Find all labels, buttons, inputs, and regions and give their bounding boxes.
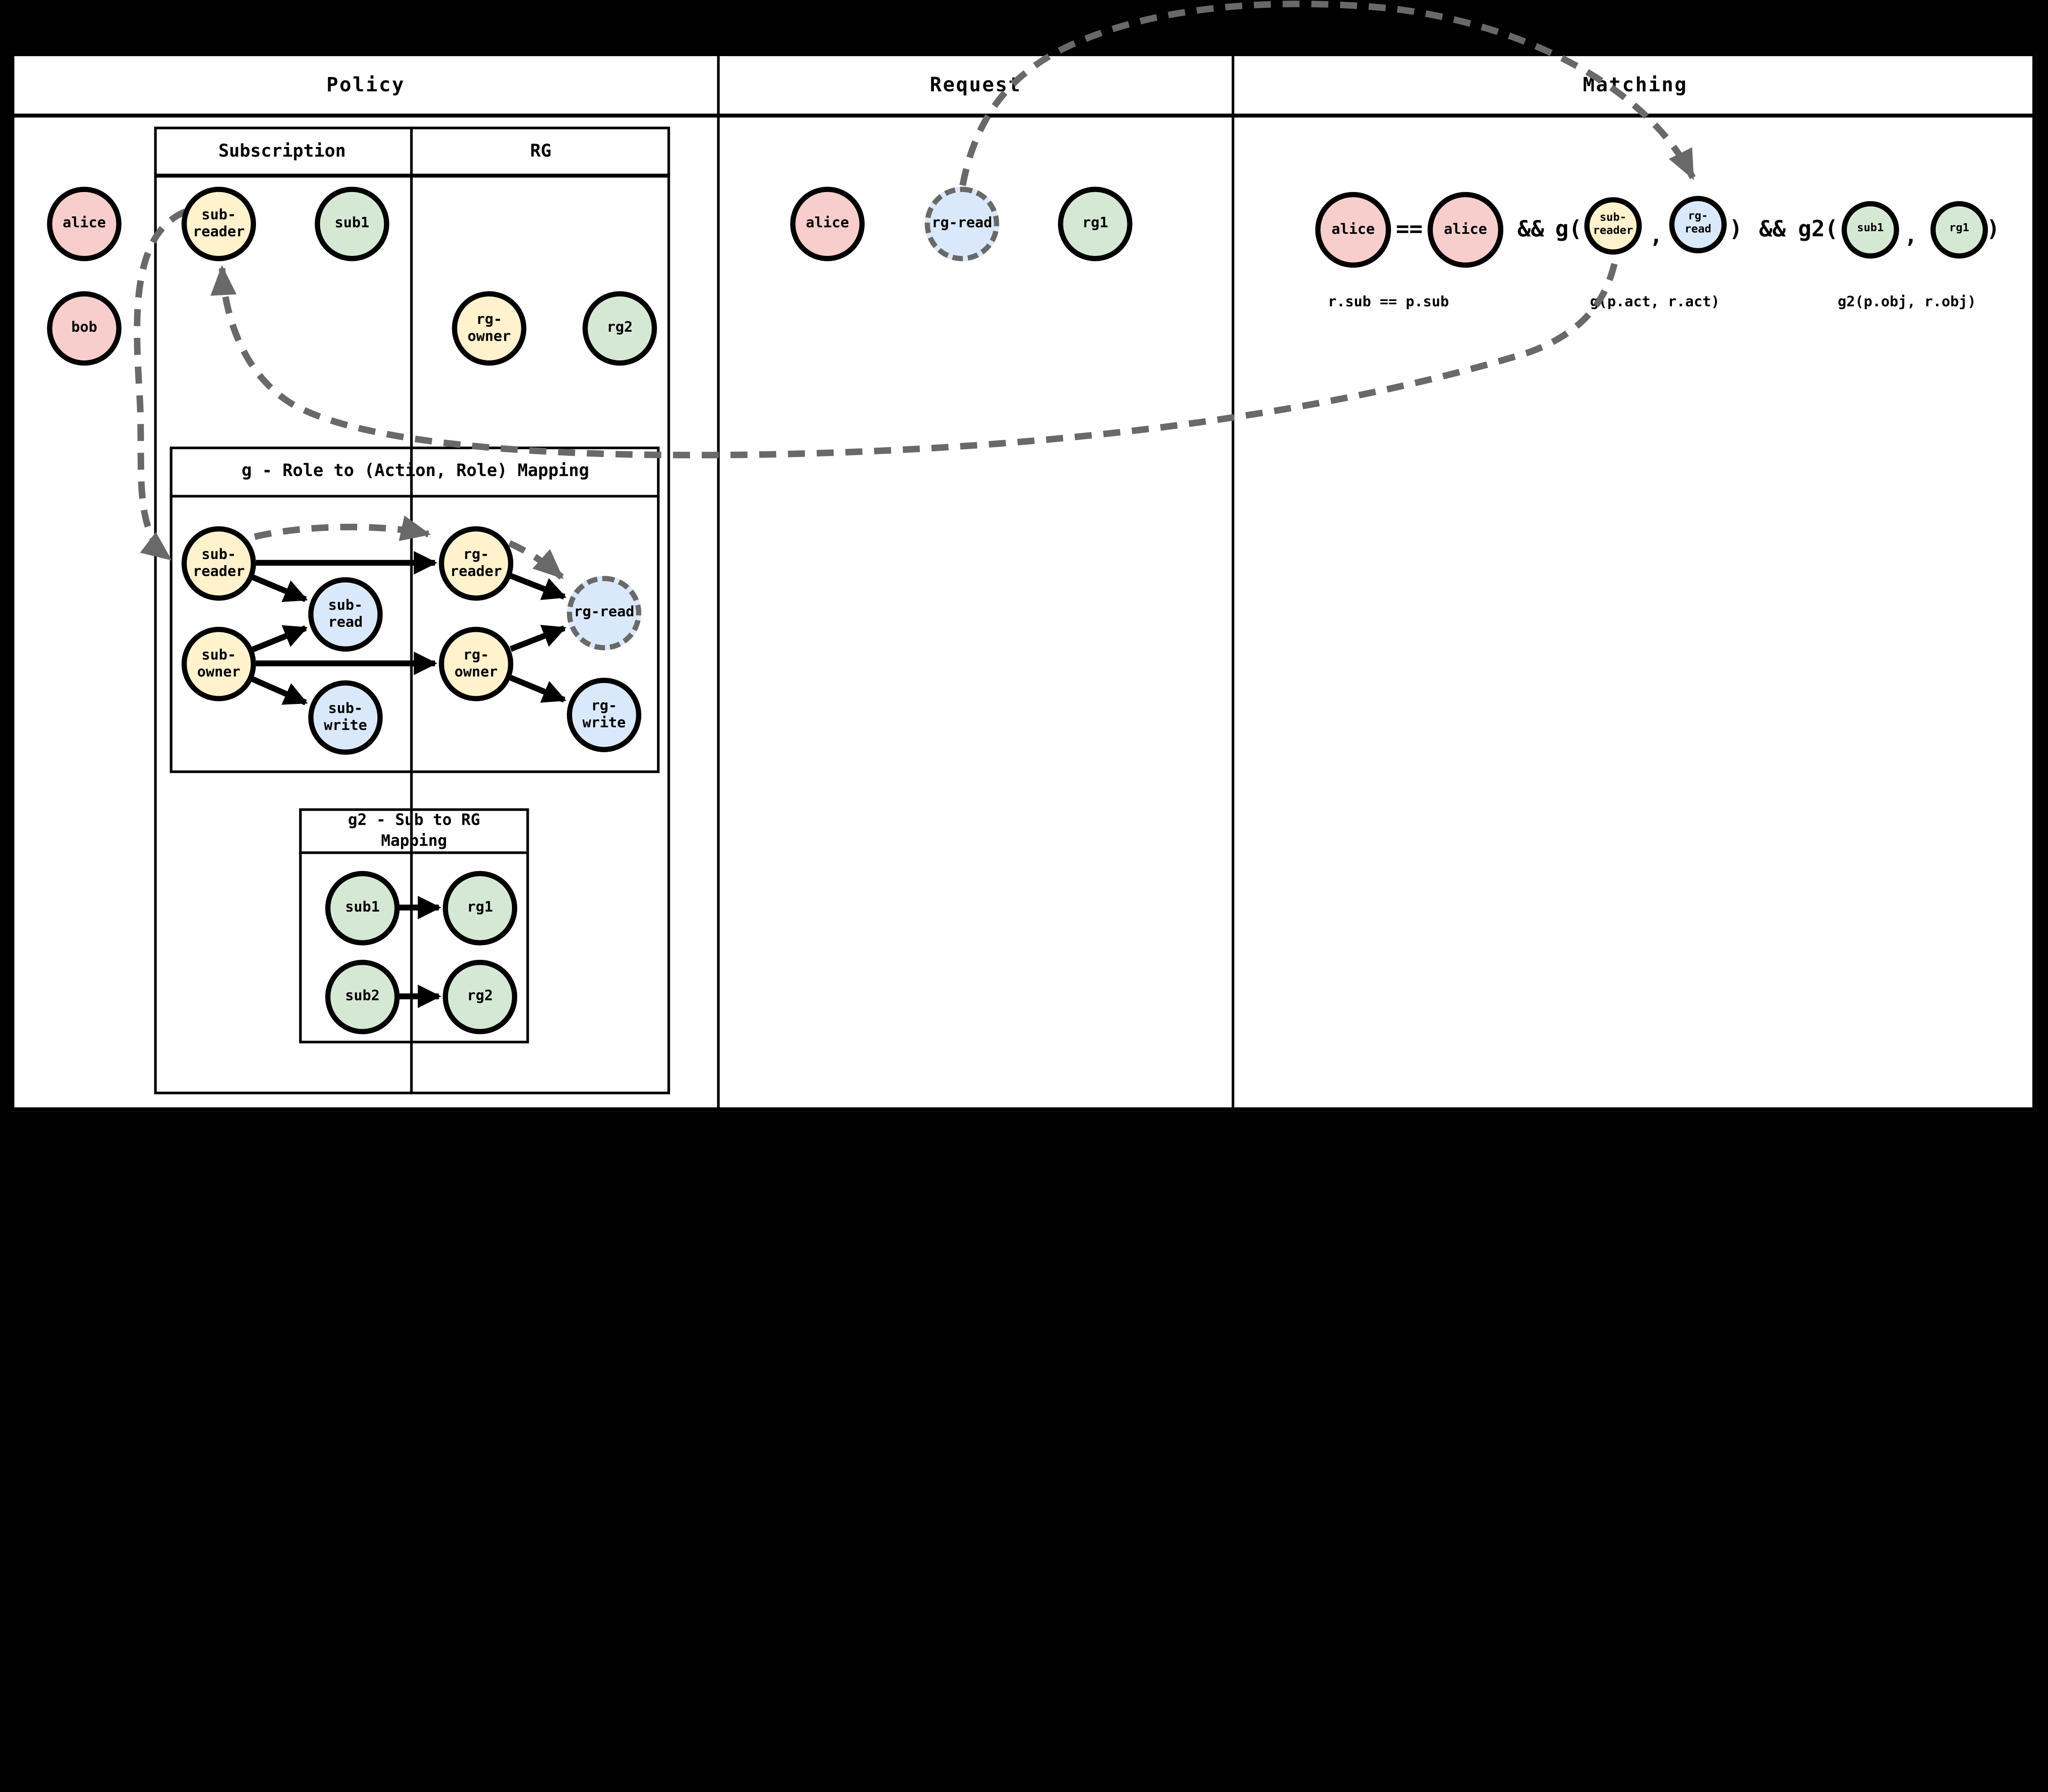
node-label: alice — [1443, 220, 1487, 238]
node-label: alice — [62, 215, 106, 232]
node-label: sub- reader — [193, 546, 245, 579]
node-label: sub1 — [345, 898, 380, 916]
node-label: bob — [71, 319, 97, 336]
node-label: rg1 — [1082, 215, 1108, 232]
node-label: sub- reader — [193, 206, 245, 240]
node-label: sub2 — [345, 987, 380, 1005]
node-sub-reader: sub- reader — [181, 186, 256, 261]
node-label: rg1 — [467, 898, 493, 916]
request-node-alice: alice — [790, 186, 865, 261]
node-alice: alice — [47, 186, 122, 261]
operator-and-1: && — [1517, 217, 1544, 243]
g-node-rg-owner: rg-owner — [439, 627, 514, 701]
header-separator-line — [10, 113, 2037, 118]
g2-node-rg2: rg2 — [442, 959, 517, 1034]
g-node-sub-read: sub-read — [308, 577, 383, 652]
matching-node-sub1: sub1 — [1842, 201, 1899, 259]
matching-node-sub-reader: sub- reader — [1584, 197, 1642, 255]
column-header-matching: Matching — [1583, 73, 1688, 97]
matching-node-alice-p: alice — [1427, 192, 1504, 268]
node-sub1: sub1 — [315, 186, 390, 261]
matching-label-sub: r.sub == p.sub — [1328, 293, 1449, 310]
subscription-rg-divider — [410, 127, 413, 1095]
policy-request-divider — [717, 52, 720, 1111]
node-rg-owner: rg-owner — [452, 291, 527, 366]
node-label: rg-write — [582, 697, 626, 731]
g-node-sub-write: sub- write — [308, 680, 383, 755]
operator-and-2: && — [1759, 217, 1786, 243]
operator-equals: == — [1396, 217, 1423, 243]
node-label: sub- write — [324, 700, 367, 733]
function-g-open: g( — [1555, 217, 1582, 243]
request-node-rg1: rg1 — [1058, 186, 1133, 261]
matching-label-act: g(p.act, r.act) — [1590, 293, 1720, 310]
node-label: sub- reader — [1593, 212, 1633, 238]
g2-mapping-box — [299, 808, 529, 1043]
node-rg2: rg2 — [582, 291, 657, 366]
g2-node-rg1: rg1 — [442, 871, 517, 946]
inner-header-separator-line — [154, 174, 670, 178]
node-label: rg- read — [1684, 210, 1712, 237]
node-label: rg2 — [607, 319, 633, 336]
matching-label-obj: g2(p.obj, r.obj) — [1837, 293, 1976, 310]
column-header-policy: Policy — [326, 73, 405, 97]
g-box-title: g - Role to (Action, Role) Mapping — [241, 462, 589, 482]
g-node-rg-reader: rg- reader — [439, 526, 514, 601]
node-label: rg-owner — [454, 647, 498, 680]
casbin-matching-diagram: Policy Request Matching Subscription RG … — [10, 0, 2037, 1111]
matching-node-alice-r: alice — [1315, 192, 1391, 268]
g-box-title-separator — [170, 495, 660, 498]
request-matching-divider — [1232, 52, 1235, 1111]
g-node-rg-read: rg-read — [566, 576, 641, 651]
request-node-rg-read: rg-read — [924, 186, 999, 261]
g2-node-sub1: sub1 — [325, 871, 400, 946]
inner-header-subscription: Subscription — [218, 141, 346, 162]
g2-node-sub2: sub2 — [325, 959, 400, 1034]
matching-node-rg-read: rg- read — [1669, 196, 1727, 253]
comma-1: , — [1649, 223, 1663, 250]
inner-header-rg: RG — [530, 141, 552, 162]
node-label: rg-read — [573, 604, 634, 621]
node-label: rg1 — [1949, 222, 1969, 235]
node-label: rg-read — [931, 215, 992, 232]
comma-2: , — [1904, 223, 1918, 250]
node-label: sub- owner — [197, 647, 240, 680]
paren-close-2: ) — [1986, 217, 2000, 243]
node-bob: bob — [47, 291, 122, 366]
g-node-rg-write: rg-write — [566, 677, 641, 752]
function-g2-open: g2( — [1798, 217, 1838, 243]
paren-close-1: ) — [1729, 217, 1743, 243]
node-label: sub-read — [328, 597, 363, 630]
node-label: sub1 — [1857, 222, 1884, 235]
g2-box-title-separator — [299, 851, 529, 854]
g-node-sub-reader: sub- reader — [181, 526, 256, 601]
node-label: rg- reader — [450, 546, 502, 579]
node-label: sub1 — [335, 215, 369, 232]
node-label: alice — [806, 215, 849, 232]
g-node-sub-owner: sub- owner — [181, 627, 256, 701]
matching-node-rg1: rg1 — [1930, 201, 1988, 259]
g2-box-title: g2 - Sub to RG Mapping — [348, 810, 480, 850]
node-label: alice — [1331, 220, 1375, 238]
node-label: rg2 — [467, 987, 493, 1005]
node-label: rg-owner — [467, 311, 511, 344]
column-header-request: Request — [930, 73, 1022, 97]
